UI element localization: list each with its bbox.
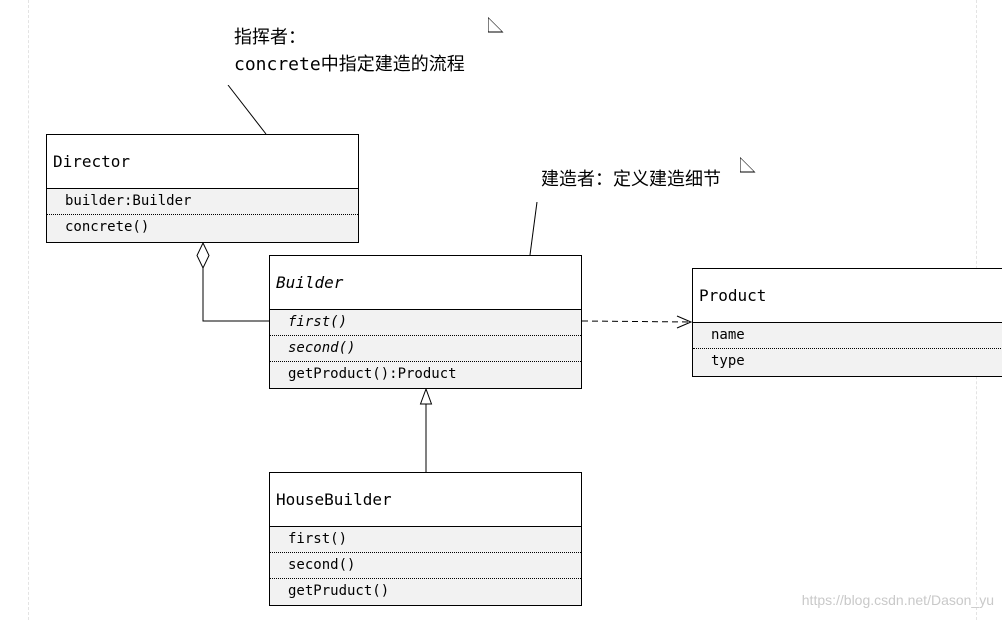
- director-note-anchor: [227, 84, 267, 135]
- class-name: Director: [47, 135, 358, 189]
- operation-row: concrete(): [65, 219, 150, 235]
- operation-row: getProduct():Product: [288, 366, 457, 382]
- guide-line-left: [28, 0, 29, 620]
- class-builder[interactable]: Builder first() second() getProduct():Pr…: [269, 255, 582, 389]
- abstract-operations-section: first(): [270, 310, 581, 335]
- director-note-line-2: concrete中指定建造的流程: [234, 54, 465, 75]
- operations-section: second(): [270, 552, 581, 578]
- builder-note[interactable]: 建造者：定义建造细节: [533, 157, 756, 202]
- builder-note-line-1: 建造者：定义建造细节: [541, 169, 721, 190]
- class-name: HouseBuilder: [270, 473, 581, 527]
- operation-row: getPruduct(): [288, 583, 390, 599]
- aggregation-line: [202, 268, 270, 322]
- abstract-operations-section: second(): [270, 335, 581, 361]
- attribute-row: name: [711, 327, 745, 343]
- builder-note-anchor: [529, 201, 538, 256]
- attribute-row: type: [711, 353, 745, 369]
- aggregation-diamond[interactable]: [196, 241, 210, 270]
- operation-row: second(): [288, 340, 356, 356]
- class-name: Product: [693, 269, 1002, 323]
- operations-section: getPruduct(): [270, 578, 581, 604]
- note-fold-icon: [740, 157, 756, 173]
- director-note[interactable]: 指挥者： concrete中指定建造的流程: [226, 17, 504, 85]
- operations-section: concrete(): [47, 214, 358, 240]
- operation-row: first(): [288, 531, 348, 547]
- attributes-section: builder:Builder: [47, 189, 358, 214]
- operation-row: second(): [288, 557, 356, 573]
- operations-section: getProduct():Product: [270, 361, 581, 387]
- attributes-section: name: [693, 323, 1002, 348]
- class-director[interactable]: Director builder:Builder concrete(): [46, 134, 359, 243]
- watermark: https://blog.csdn.net/Dason_yu: [801, 592, 994, 608]
- operations-section: first(): [270, 527, 581, 552]
- dependency-line[interactable]: [581, 320, 692, 323]
- attributes-section: type: [693, 348, 1002, 374]
- attribute-row: builder:Builder: [65, 193, 192, 209]
- note-fold-icon: [488, 17, 504, 33]
- class-name: Builder: [270, 256, 581, 310]
- operation-row: first(): [288, 314, 348, 330]
- dependency-arrowhead: [676, 315, 693, 329]
- class-house-builder[interactable]: HouseBuilder first() second() getPruduct…: [269, 472, 582, 606]
- generalization-triangle: [419, 387, 433, 405]
- director-note-line-1: 指挥者：: [234, 27, 306, 48]
- class-product[interactable]: Product name type: [692, 268, 1002, 377]
